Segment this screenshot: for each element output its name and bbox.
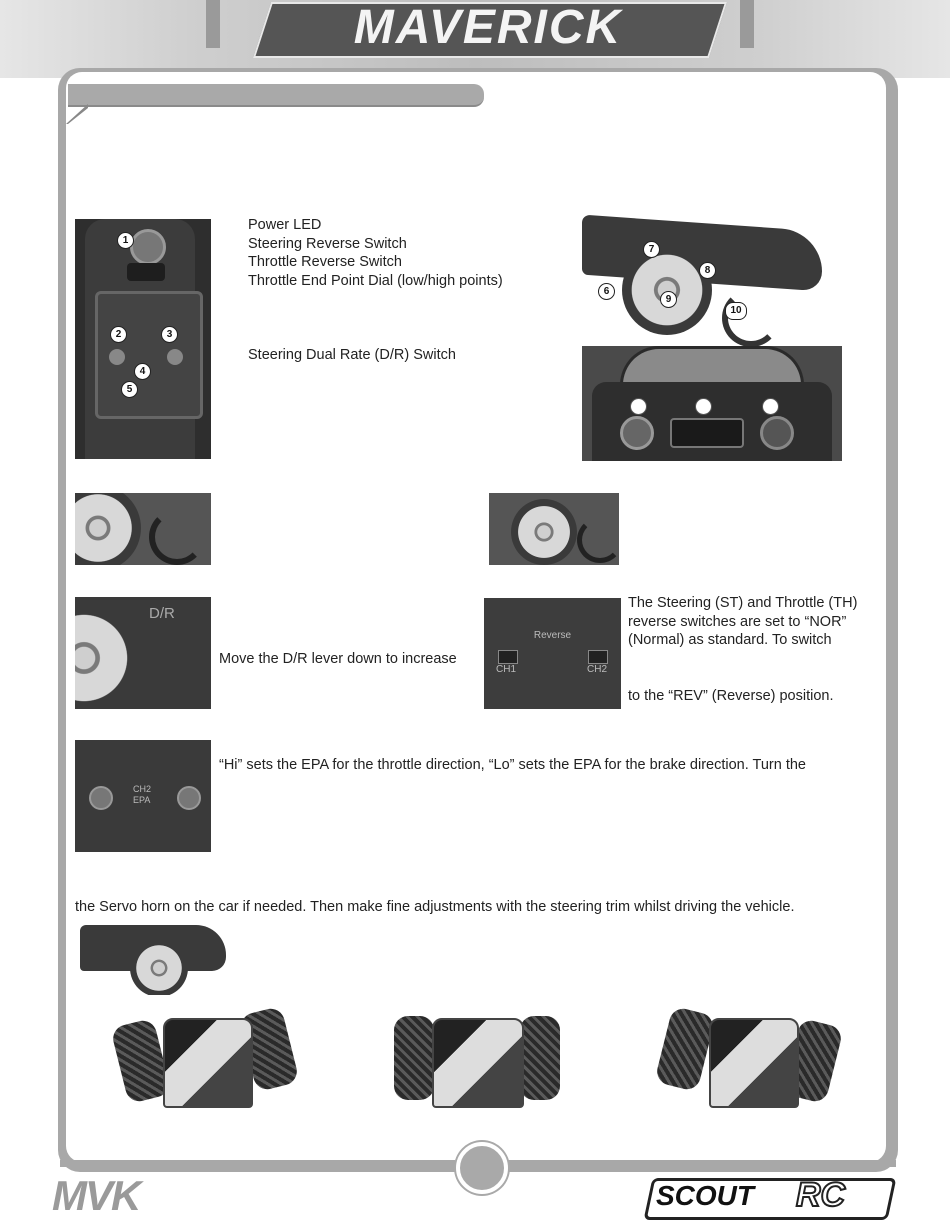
reverse-text-line1: The Steering (ST) and Throttle (TH): [628, 595, 858, 611]
transmitter-photo: 1 2 3 4 5: [75, 219, 211, 459]
page-number-circle: [456, 1142, 508, 1194]
feature-dual-rate: Steering Dual Rate (D/R) Switch: [248, 347, 456, 363]
dual-rate-text: Move the D/R lever down to increase: [219, 651, 457, 667]
callout-2: 2: [110, 326, 127, 343]
callout-6: 6: [598, 283, 615, 300]
car-side-photo: 6 7 8 9 10: [582, 214, 826, 347]
feature-steering-reverse: Steering Reverse Switch: [248, 236, 407, 252]
car-steer-center: [392, 1012, 562, 1108]
feature-throttle-epa: Throttle End Point Dial (low/high points…: [248, 273, 503, 289]
wheel-photo-right: [489, 493, 619, 565]
car-steer-right: [654, 1005, 845, 1108]
section-corner: [66, 104, 88, 124]
callout-1: 1: [117, 232, 134, 249]
title-logo: MAVERICK: [353, 1, 623, 54]
footer-line-right: [502, 1160, 896, 1167]
epa-dials-photo: CH2 EPA: [75, 740, 211, 852]
wheel-photo-left: [75, 493, 211, 565]
transmitter-top-photo: [582, 346, 842, 461]
trim-text: the Servo horn on the car if needed. The…: [75, 899, 795, 915]
section-header-bar: [68, 84, 484, 107]
reverse-switch-photo: Reverse CH1 CH2: [484, 598, 621, 709]
reverse-ch2-label: CH2: [587, 664, 608, 675]
reverse-text-line3: (Normal) as standard. To switch: [628, 632, 832, 648]
callout-8: 8: [699, 262, 716, 279]
footer-logo-scout: SCOUT: [656, 1180, 754, 1211]
feature-power-led: Power LED: [248, 217, 322, 233]
reverse-ch1-label: CH1: [496, 664, 517, 675]
callout-9: 9: [660, 291, 677, 308]
reverse-panel-title: Reverse: [533, 630, 572, 641]
callout-10: 10: [725, 302, 747, 320]
footer-line-left: [60, 1160, 455, 1167]
callout-5: 5: [121, 381, 138, 398]
dual-rate-photo-label: D/R: [149, 605, 175, 622]
header-stripe: [740, 0, 754, 48]
footer-logo-mvk: MVK: [52, 1172, 141, 1219]
epa-label-ch2: CH2: [133, 784, 152, 794]
callout-3: 3: [161, 326, 178, 343]
servo-horn-photo: [80, 925, 228, 995]
dual-rate-photo: D/R: [75, 597, 211, 709]
footer-logo-rc: RC: [795, 1176, 846, 1214]
callout-7: 7: [643, 241, 660, 258]
epa-text: “Hi” sets the EPA for the throttle direc…: [219, 757, 806, 773]
reverse-text-line4: to the “REV” (Reverse) position.: [628, 688, 834, 704]
feature-throttle-reverse: Throttle Reverse Switch: [248, 254, 402, 270]
callout-4: 4: [134, 363, 151, 380]
reverse-text-line2: reverse switches are set to “NOR”: [628, 614, 847, 630]
header-stripe: [206, 0, 220, 48]
car-steer-left: [110, 1005, 305, 1108]
epa-label-epa: EPA: [133, 795, 151, 805]
